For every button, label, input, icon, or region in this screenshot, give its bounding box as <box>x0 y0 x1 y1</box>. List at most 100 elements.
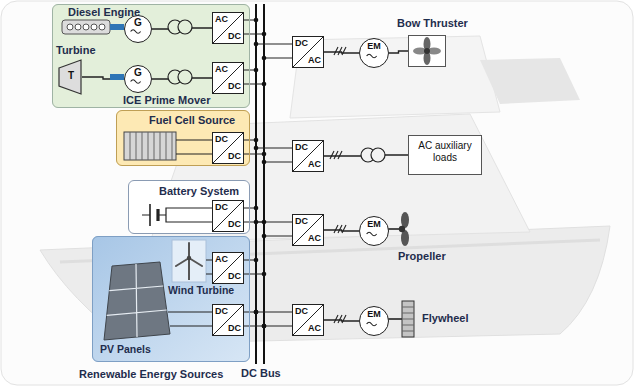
node-label: AC auxiliary loads <box>413 140 477 164</box>
transformer-symbol <box>178 70 192 84</box>
tilde-symbol <box>131 30 141 34</box>
ship-silhouette <box>40 36 610 344</box>
converter-label: DC <box>295 217 308 226</box>
converter-diagonal <box>213 253 243 283</box>
converter-diagonal <box>213 201 243 231</box>
flywheel-icon <box>385 301 414 337</box>
converter-label: DC <box>228 324 241 333</box>
diesel-engine-icon <box>91 24 97 30</box>
bus-dots <box>254 310 259 315</box>
ship-silhouette <box>480 58 580 104</box>
fan-icon <box>408 35 446 67</box>
tilde-symbol <box>131 80 141 84</box>
generator-circle: G <box>124 15 152 43</box>
part-label: Turbine <box>56 44 96 57</box>
converter-label: AC <box>215 255 228 264</box>
tilde-symbol <box>367 322 377 326</box>
converter-label: DC <box>228 220 241 229</box>
converter-label: DC <box>228 32 241 41</box>
bus-dots <box>254 138 259 143</box>
converter-label: DC <box>228 82 241 91</box>
part-label: Diesel Engine <box>68 6 140 19</box>
converter-diagonal <box>213 63 243 93</box>
converter-label: AC <box>308 56 321 65</box>
bus-wires <box>256 44 292 326</box>
motor-circle: EM <box>359 38 389 68</box>
diesel-engine-icon <box>67 24 73 30</box>
group-heading: Battery System <box>159 185 239 198</box>
transformer-symbol <box>371 148 385 162</box>
converter-label: DC <box>228 152 241 161</box>
bus-dots <box>262 152 267 157</box>
bus-dots <box>254 18 267 329</box>
pv-panel-icon <box>107 264 167 337</box>
connector-line <box>324 230 359 231</box>
three-phase-marks <box>334 225 346 233</box>
converter-label: DC <box>215 203 228 212</box>
bus-dots <box>254 220 259 225</box>
group-heading: ICE Prime Mover <box>123 94 210 107</box>
generator-circle: G <box>124 65 152 93</box>
converter-box: DCDC <box>212 200 244 232</box>
bus-dots <box>254 206 259 211</box>
diesel-engine-icon <box>62 20 124 34</box>
converter-box: DCAC <box>292 140 324 172</box>
converter-label: DC <box>215 307 228 316</box>
converter-label: DC <box>215 135 228 144</box>
three-phase-marks <box>330 47 346 323</box>
node-label: EM <box>360 310 388 319</box>
converter-label: DC <box>295 307 308 316</box>
converter-box: ACDC <box>212 12 244 44</box>
three-phase-marks <box>334 47 346 55</box>
bus-dots <box>254 18 259 23</box>
converter-diagonal <box>293 141 323 171</box>
bus-dots <box>262 32 267 37</box>
fan-icon <box>408 35 446 67</box>
group-heading: Fuel Cell Source <box>149 114 235 127</box>
battery-icon <box>142 208 212 222</box>
battery-icon <box>142 204 212 226</box>
bus-dots <box>262 82 267 87</box>
part-label: Propeller <box>398 250 446 263</box>
converter-box: DCAC <box>292 214 324 246</box>
tilde-symbol <box>367 54 377 58</box>
bus-dots <box>254 68 259 73</box>
part-label: DC Bus <box>241 367 281 380</box>
connector-line <box>324 320 359 321</box>
bus-dots <box>254 258 259 263</box>
thruster-box: Bow Thruster <box>408 35 446 67</box>
group-fill <box>92 236 250 362</box>
tilde-symbol <box>367 232 377 236</box>
propeller-icon <box>401 212 409 228</box>
converter-label: AC <box>308 234 321 243</box>
diesel-engine-icon <box>62 20 110 34</box>
flywheel-icon <box>402 307 414 331</box>
transformer-symbol <box>361 148 385 162</box>
wind-turbine-icon <box>187 256 191 260</box>
bus-dots <box>262 56 267 61</box>
wind-turbine-icon <box>188 258 190 280</box>
converter-box: DCAC <box>292 304 324 336</box>
converter-box: DCAC <box>292 36 324 68</box>
propeller-icon <box>399 226 405 232</box>
converter-box: DCDC <box>212 304 244 336</box>
connector-line <box>389 51 408 53</box>
bus-dots <box>262 160 267 165</box>
fuel-cell-icon <box>124 132 212 160</box>
propeller-icon <box>401 230 409 246</box>
group-heading: Renewable Energy Sources <box>79 368 223 381</box>
load-box: AC auxiliary loads <box>408 135 482 175</box>
motor-circle: EM <box>359 306 389 336</box>
diesel-engine-icon <box>83 24 89 30</box>
converter-label: AC <box>308 324 321 333</box>
group-heading: Bow Thruster <box>397 17 468 30</box>
connector-line <box>324 52 359 53</box>
converter-label: AC <box>215 65 228 74</box>
node-label: T <box>59 71 83 81</box>
bus-wires <box>242 20 264 326</box>
group-box: Fuel Cell SourceDCDC <box>116 110 250 166</box>
converter-label: AC <box>215 15 228 24</box>
bus-dots <box>262 272 267 277</box>
fuel-cell-icon <box>176 140 212 154</box>
